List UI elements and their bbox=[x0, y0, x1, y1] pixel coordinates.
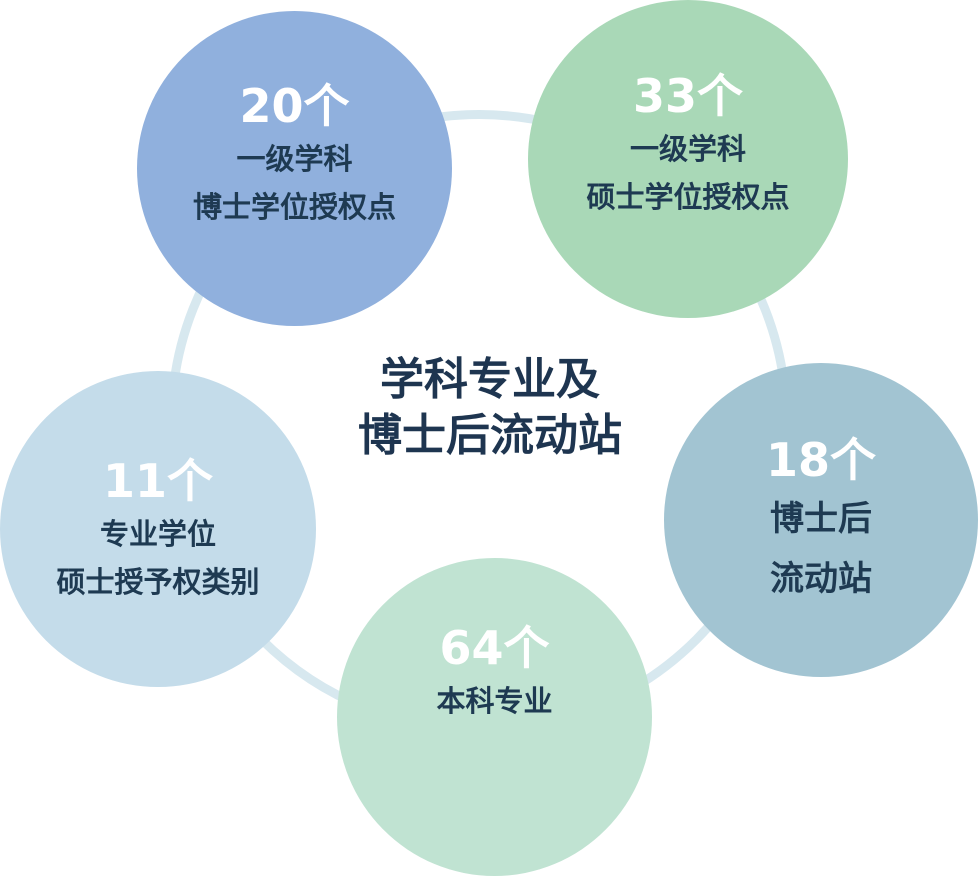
label: 硕士学位授权点 bbox=[586, 180, 790, 214]
count: 11个 bbox=[102, 454, 213, 508]
count: 20个 bbox=[239, 78, 350, 133]
count: 33个 bbox=[632, 69, 743, 123]
label: 本科专业 bbox=[436, 684, 553, 718]
label: 硕士授予权类别 bbox=[56, 565, 260, 599]
label: 专业学位 bbox=[99, 517, 216, 551]
circle-doctoral-points: 20个 一级学科 博士学位授权点 bbox=[137, 11, 452, 326]
center-title: 学科专业及 博士后流动站 bbox=[300, 352, 680, 464]
circle-undergrad-majors: 64个 本科专业 bbox=[337, 558, 652, 876]
label: 博士学位授权点 bbox=[192, 189, 396, 224]
title-line-2: 博士后流动站 bbox=[358, 410, 622, 461]
title-line-1: 学科专业及 bbox=[380, 354, 600, 405]
count: 64个 bbox=[439, 621, 550, 675]
label: 博士后 bbox=[770, 499, 872, 539]
label: 一级学科 bbox=[629, 132, 746, 166]
circle-postdoc-stations: 18个 博士后 流动站 bbox=[664, 363, 978, 677]
count: 18个 bbox=[765, 433, 876, 487]
circle-master-points: 33个 一级学科 硕士学位授权点 bbox=[528, 0, 848, 318]
circle-professional-degrees: 11个 专业学位 硕士授予权类别 bbox=[0, 371, 316, 687]
label: 流动站 bbox=[770, 559, 872, 599]
label: 一级学科 bbox=[236, 141, 353, 176]
